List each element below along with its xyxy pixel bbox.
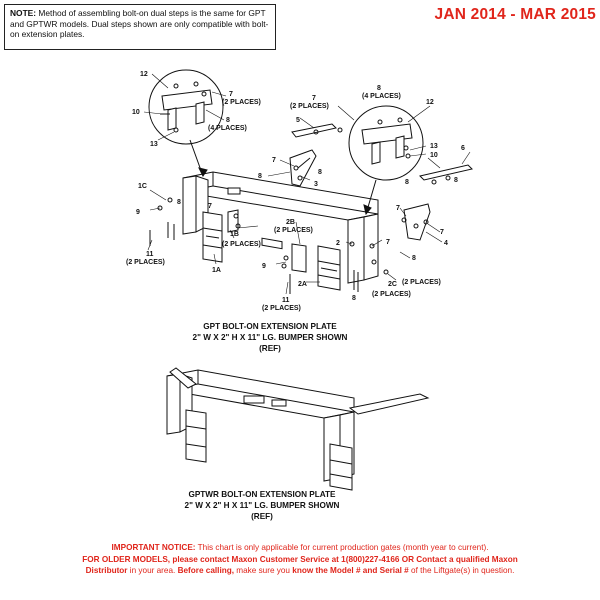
detail-circle-left — [148, 69, 224, 177]
callout: 13 — [150, 141, 158, 148]
callout: 12 — [426, 99, 434, 106]
notice-text2: in your area. — [129, 566, 176, 575]
callout: (2 PLACES) — [126, 259, 165, 266]
note-text: Method of assembling bolt-on dual steps … — [10, 8, 269, 39]
notice-know: know the Model # and Serial # — [292, 566, 409, 575]
note-box: NOTE: Method of assembling bolt-on dual … — [4, 4, 276, 50]
callout: 2B — [286, 219, 295, 226]
important-notice: IMPORTANT NOTICE: This chart is only app… — [6, 542, 594, 577]
callout: 8 — [412, 255, 416, 262]
svg-text:GPT BOLT-ON EXTENSION PLATE: GPT BOLT-ON EXTENSION PLATE — [203, 322, 337, 331]
gptwr-frame — [166, 367, 430, 491]
detail-circle-right — [348, 105, 424, 216]
callout: 1C — [138, 183, 147, 190]
callout: (2 PLACES) — [290, 103, 329, 110]
callout: 8 — [177, 199, 181, 206]
callout: (4 PLACES) — [208, 125, 247, 132]
svg-text:2" W X 2" H X 11" LG. BUMPER S: 2" W X 2" H X 11" LG. BUMPER SHOWN — [193, 333, 348, 342]
callout: 9 — [136, 209, 140, 216]
svg-text:GPTWR BOLT-ON EXTENSION PLATE: GPTWR BOLT-ON EXTENSION PLATE — [188, 490, 336, 499]
callout: (2 PLACES) — [274, 227, 313, 234]
callout: 7 — [229, 91, 233, 98]
callout: 8 — [377, 85, 381, 92]
notice-older: FOR OLDER MODELS, please contact Maxon C… — [82, 554, 518, 564]
callout: 7 — [312, 95, 316, 102]
callout: 7 — [396, 205, 400, 212]
callout: 3 — [314, 181, 318, 188]
callout: (2 PLACES) — [222, 241, 261, 248]
callout: (2 PLACES) — [372, 291, 411, 298]
callout: 2 — [336, 240, 340, 247]
callout: 13 — [430, 143, 438, 150]
svg-text:(REF): (REF) — [259, 344, 281, 353]
parts-diagram: 12 7 (2 PLACES) 10 8 (4 PLACES) 13 7 (2 … — [126, 69, 473, 521]
notice-text1: This chart is only applicable for curren… — [197, 543, 489, 552]
callout: 7 — [272, 157, 276, 164]
callout: 9 — [262, 263, 266, 270]
callout: 8 — [226, 117, 230, 124]
callout: 11 — [146, 251, 154, 258]
callout-labels: 12 7 (2 PLACES) 10 8 (4 PLACES) 13 7 (2 … — [126, 71, 465, 312]
caption-gptwr: GPTWR BOLT-ON EXTENSION PLATE 2" W X 2" … — [185, 490, 340, 521]
callout: 7 — [386, 239, 390, 246]
callout: 1B — [230, 231, 239, 238]
callout: (2 PLACES) — [262, 305, 301, 312]
callout: 12 — [140, 71, 148, 78]
callout: 8 — [318, 169, 322, 176]
svg-text:2" W X 2" H X 11" LG. BUMPER S: 2" W X 2" H X 11" LG. BUMPER SHOWN — [185, 501, 340, 510]
date-range: JAN 2014 - MAR 2015 — [434, 6, 596, 23]
notice-before: Before calling, — [177, 566, 234, 575]
leader-lines — [143, 73, 471, 295]
svg-text:(REF): (REF) — [251, 512, 273, 521]
gpt-frame — [149, 123, 473, 294]
notice-distributor: Distributor — [85, 566, 128, 575]
note-label: NOTE: — [10, 8, 37, 18]
callout: (2 PLACES) — [222, 99, 261, 106]
caption-gpt: GPT BOLT-ON EXTENSION PLATE 2" W X 2" H … — [193, 322, 348, 353]
callout: (4 PLACES) — [362, 93, 401, 100]
callout: 8 — [454, 177, 458, 184]
notice-text3: make sure you — [236, 566, 290, 575]
callout: 5 — [296, 117, 300, 124]
notice-heading: IMPORTANT NOTICE: — [111, 543, 196, 552]
callout: (2 PLACES) — [402, 279, 441, 286]
callout: 10 — [430, 152, 438, 159]
callout: 7 — [208, 203, 212, 210]
callout: 11 — [282, 297, 290, 304]
callout: 1A — [212, 267, 221, 274]
notice-text4: of the Liftgate(s) in question. — [411, 566, 515, 575]
callout: 2C — [388, 281, 397, 288]
callout: 2A — [298, 281, 307, 288]
callout: 10 — [132, 109, 140, 116]
callout: 8 — [405, 179, 409, 186]
callout: 8 — [352, 295, 356, 302]
callout: 6 — [461, 145, 465, 152]
callout: 7 — [440, 229, 444, 236]
callout: 4 — [444, 240, 448, 247]
callout: 8 — [258, 173, 262, 180]
